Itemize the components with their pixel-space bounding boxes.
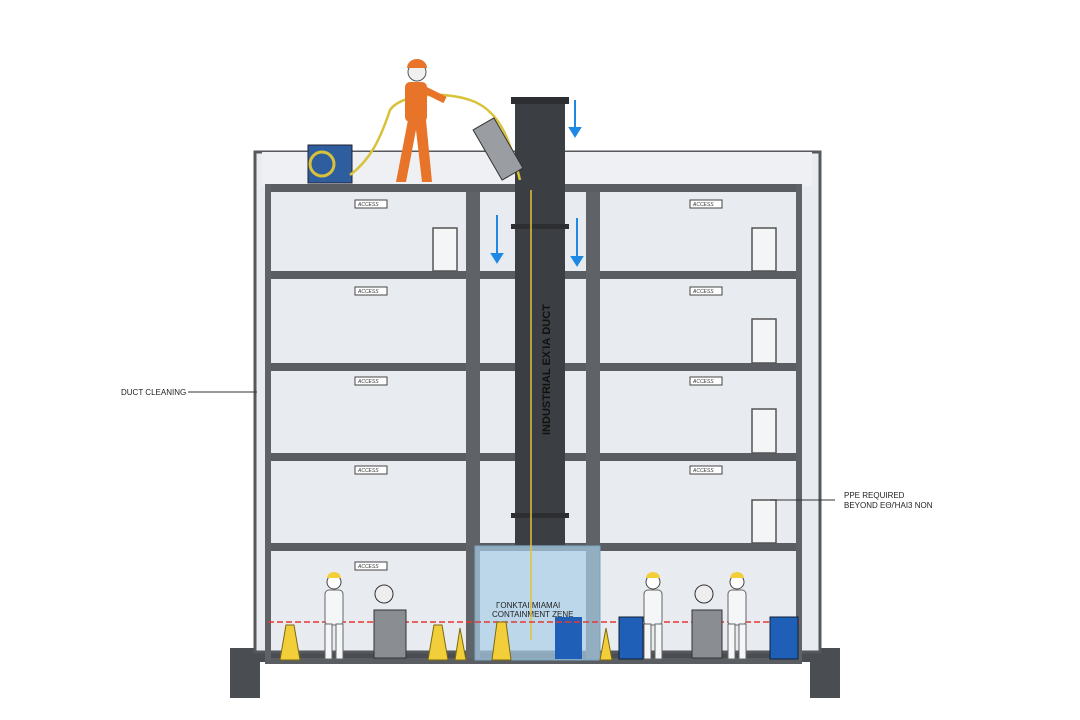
svg-text:CΟΝΤΑΙΝΜΕΝΤ ΖΕΝΕ: CΟΝΤΑΙΝΜΕΝΤ ΖΕΝΕ: [492, 610, 573, 619]
airflow-arrows: [490, 100, 584, 267]
hazmat-worker: [324, 572, 344, 660]
svg-text:ACCESS: ACCESS: [692, 202, 714, 208]
svg-text:ACCESS: ACCESS: [357, 564, 379, 570]
ppe-callout-line2: BEYOND ΕΘ/ΉΑΙ3 ΝΟΝ: [844, 501, 933, 510]
svg-text:ACCESS: ACCESS: [692, 289, 714, 295]
ppe-callout: PPE REQUIRED: [844, 491, 905, 500]
svg-text:ACCESS: ACCESS: [692, 468, 714, 474]
svg-text:ΓΟΝΚΤΑΙΙΜΙΑΜΑΙ: ΓΟΝΚΤΑΙΙΜΙΑΜΑΙ: [496, 601, 560, 610]
svg-text:ACCESS: ACCESS: [357, 468, 379, 474]
roof-worker: [396, 59, 447, 182]
duct-cleaning-callout: DUCT CLEANING: [121, 388, 186, 397]
vacuum-unit: [691, 584, 723, 659]
barrels: [618, 616, 799, 660]
cleaning-nozzle: [472, 117, 524, 181]
hazmat-worker: [643, 572, 663, 660]
svg-text:ACCESS: ACCESS: [357, 289, 379, 295]
hose-reel-machine: [307, 144, 353, 184]
barrel: [555, 617, 582, 659]
svg-text:ACCESS: ACCESS: [357, 379, 379, 385]
exhaust-duct: [515, 100, 565, 545]
svg-text:ACCESS: ACCESS: [357, 202, 379, 208]
svg-text:ACCESS: ACCESS: [692, 379, 714, 385]
room-signs: ACCESS ACCESS ACCESS ACCESS ACCESS ACCES…: [354, 199, 723, 571]
wet-floor-signs: [279, 621, 613, 661]
hazmat-worker: [727, 572, 747, 660]
doors: [432, 227, 777, 544]
duct-label: INDUSTRIAL EXΊΑ DUCT: [541, 304, 553, 435]
columns: [265, 184, 802, 660]
vacuum-unit: [373, 584, 407, 659]
